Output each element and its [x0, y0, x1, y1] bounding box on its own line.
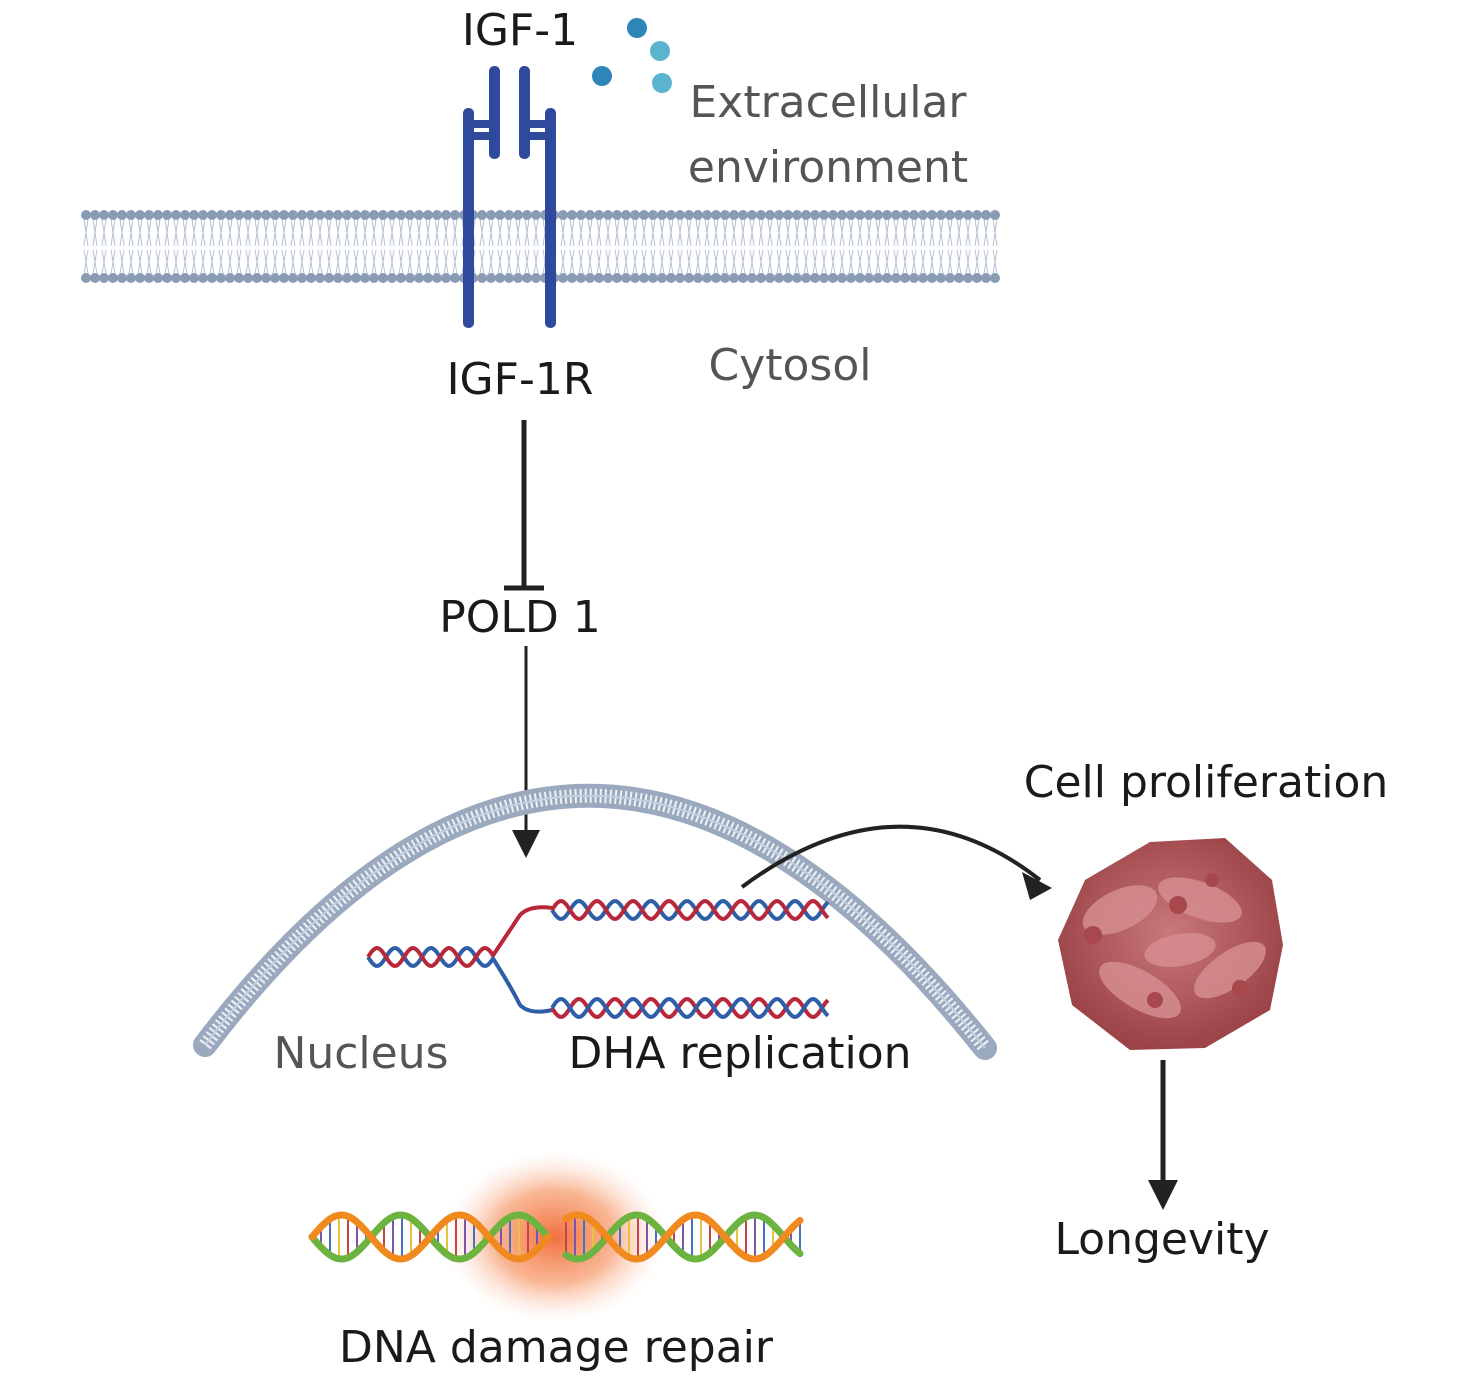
extracellular-label-line1: Extracellular	[689, 77, 967, 128]
nucleus-label: Nucleus	[273, 1028, 448, 1079]
receptor-label: IGF-1R	[447, 354, 594, 405]
repair-label: DNA damage repair	[339, 1322, 774, 1373]
dna-strand-icon	[366, 899, 830, 1019]
receptor-icon	[463, 66, 556, 328]
cytosol-label: Cytosol	[708, 340, 871, 391]
proliferation-label: Cell proliferation	[1024, 757, 1389, 808]
inhibition-connector	[504, 420, 544, 591]
cell-cluster-icon	[1058, 838, 1283, 1050]
proliferation-to-longevity-arrow	[1148, 1060, 1178, 1210]
ligand-molecule-icon	[592, 18, 672, 93]
pold1-label: POLD 1	[439, 592, 601, 643]
nuclear-envelope-icon	[193, 783, 997, 1060]
damage-glow	[445, 1152, 665, 1322]
pold1-to-nucleus-arrow	[512, 646, 540, 858]
dna-helix-icon	[308, 1211, 804, 1263]
longevity-label: Longevity	[1054, 1214, 1269, 1265]
extracellular-label-line2: environment	[688, 142, 968, 193]
lipid-bilayer-icon	[81, 210, 1000, 283]
replication-to-proliferation-arrow	[740, 824, 1052, 900]
replication-label: DHA replication	[568, 1028, 911, 1079]
ligand-label: IGF-1	[462, 5, 578, 56]
